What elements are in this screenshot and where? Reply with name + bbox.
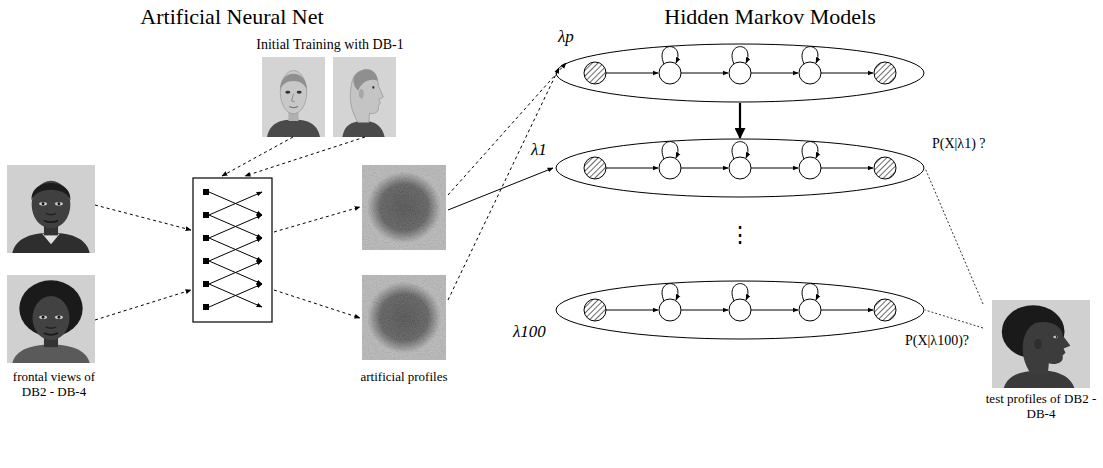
- edge-label-slot: P(X|λ100)?: [903, 333, 971, 349]
- flow-lines: [95, 63, 566, 320]
- caption-slot: Initial Training with DB-1: [256, 37, 403, 53]
- ellipse-outline: [556, 44, 924, 102]
- caption-slot: frontal views of DB2 - DB-4: [2, 370, 106, 400]
- hmm-ellipse: λ1: [555, 138, 925, 198]
- panel-title: Hidden Markov Models: [664, 4, 875, 29]
- frontal-photo: [7, 275, 95, 363]
- model-label: λ1: [531, 140, 547, 160]
- hmm-ellipse: λp: [555, 43, 925, 103]
- ellipsis-mark: ⋮: [729, 222, 751, 247]
- frontal-photo: [7, 165, 95, 253]
- panel-title: Artificial Neural Net: [140, 4, 323, 29]
- probability-label: P(X|λ100)?: [903, 333, 971, 349]
- training-profile-photo: [333, 57, 396, 137]
- training-frontal-photo: [262, 57, 325, 137]
- node-caption: test profiles of DB2 - DB-4: [983, 392, 1099, 422]
- hmm-states: [584, 142, 896, 179]
- ellipse-outline: [555, 280, 925, 340]
- panel-title-slot: Hidden Markov Models: [664, 4, 875, 29]
- artificial-profile-image: [362, 165, 446, 250]
- caption: frontal views of DB2 - DB-4: [2, 370, 106, 400]
- hmm-states: [584, 284, 896, 321]
- ellipse-outline: [556, 139, 924, 197]
- connector: [925, 310, 983, 328]
- panel-title-slot: Artificial Neural Net: [140, 4, 323, 29]
- caption: artificial profiles: [361, 370, 448, 385]
- edge-label-slot: P(X|λ1) ?: [930, 136, 988, 152]
- hmm-ellipse: λ100: [555, 280, 925, 340]
- model-label: λ100: [513, 322, 546, 342]
- artificial-profile-image: [362, 275, 446, 360]
- probability-label: P(X|λ1) ?: [930, 136, 988, 152]
- test-profile-photo: [992, 300, 1090, 388]
- caption: Initial Training with DB-1: [256, 37, 403, 53]
- hmm-states: [584, 47, 896, 84]
- ellipse-outline: [556, 281, 924, 339]
- ellipse-outline: [555, 43, 925, 103]
- test-profile-node: test profiles of DB2 - DB-4: [983, 298, 1099, 422]
- model-label: λp: [558, 27, 574, 47]
- connector: [925, 168, 983, 304]
- connector: [739, 103, 741, 138]
- ellipse-outline: [555, 138, 925, 198]
- ellipsis-mark-slot: ⋮: [729, 222, 751, 247]
- neural-net-box: [193, 178, 272, 322]
- caption-slot: artificial profiles: [361, 370, 448, 385]
